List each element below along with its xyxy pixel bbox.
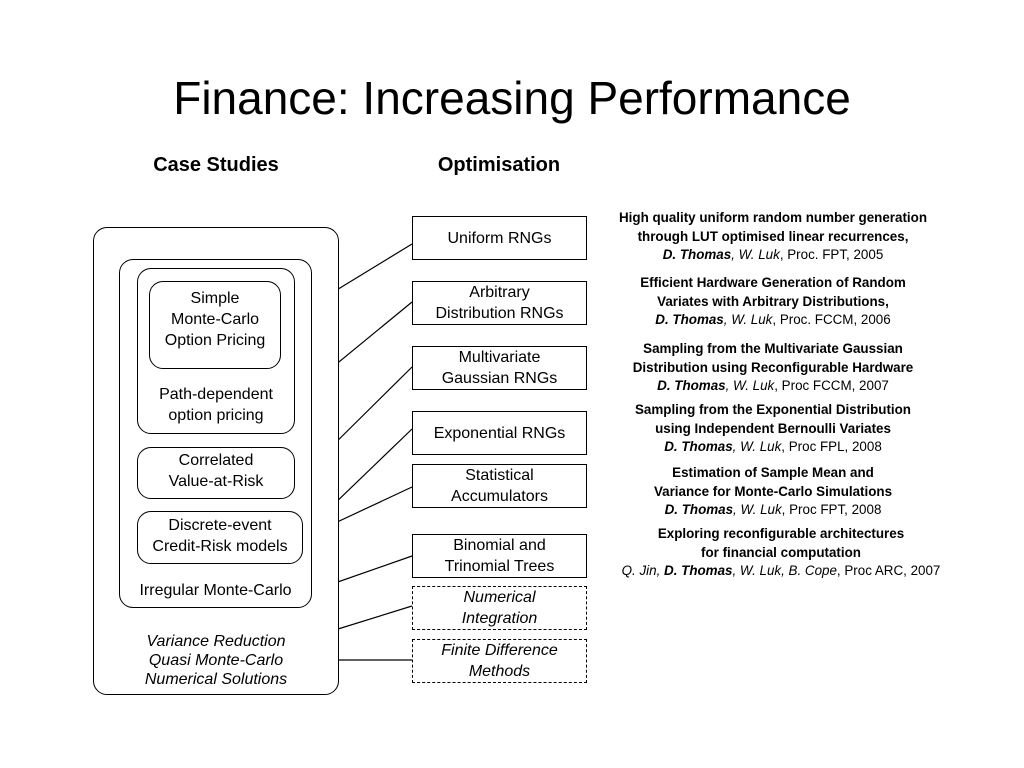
reference-2-title-line-1: Efficient Hardware Generation of Random <box>640 275 906 290</box>
reference-6-author-bold: D. Thomas <box>664 563 733 578</box>
reference-1-author-bold: D. Thomas <box>662 247 732 262</box>
numerical-integration-box: Numerical Integration <box>412 586 587 630</box>
reference-5-title-line-1: Estimation of Sample Mean and <box>672 465 874 480</box>
arbitrary-distribution-rngs-box: Arbitrary Distribution RNGs <box>412 281 587 325</box>
reference-6-title-line-2: for financial computation <box>701 544 861 560</box>
reference-5-title-line-2: Variance for Monte-Carlo Simulations <box>653 483 893 499</box>
reference-3: Sampling from the Multivariate Gaussian … <box>586 340 960 396</box>
reference-1-title-line-1: High quality uniform random number gener… <box>619 210 927 225</box>
reference-6: Exploring reconfigurable architectures f… <box>586 525 976 581</box>
uniform-rngs-text: Uniform RNGs <box>447 229 552 247</box>
exponential-rngs-box: Exponential RNGs <box>412 411 587 455</box>
reference-3-title-line-1: Sampling from the Multivariate Gaussian <box>643 341 903 356</box>
reference-4: Sampling from the Exponential Distributi… <box>586 401 960 457</box>
arbitrary-line-1: Arbitrary <box>469 284 530 301</box>
integration-line-1: Numerical <box>463 589 536 606</box>
reference-2-venue: , Proc. FCCM, 2006 <box>772 312 891 327</box>
path-dependent-line-1: Path-dependent <box>159 386 273 403</box>
reference-2-authors-post: , W. Luk <box>723 312 773 327</box>
reference-1-authors-post: , W. Luk <box>731 247 780 262</box>
multivariate-line-1: Multivariate <box>458 349 541 366</box>
reference-5-author-bold: D. Thomas <box>664 502 734 517</box>
simple-monte-carlo-label: Simple Monte-Carlo Option Pricing <box>149 288 281 351</box>
simple-mc-line-1: Simple <box>190 290 240 307</box>
reference-2: Efficient Hardware Generation of Random … <box>586 274 960 330</box>
reference-3-author-bold: D. Thomas <box>657 378 726 393</box>
connector-outer-integration <box>337 605 413 630</box>
correlated-line-2: Value-at-Risk <box>168 473 264 490</box>
numerical-solutions-text: Numerical Solutions <box>144 671 288 688</box>
reference-4-author-bold: D. Thomas <box>664 439 733 454</box>
multivariate-gaussian-rngs-box: Multivariate Gaussian RNGs <box>412 346 587 390</box>
arbitrary-line-2: Distribution RNGs <box>435 305 564 322</box>
reference-1-venue: , Proc. FPT, 2005 <box>779 247 884 262</box>
finite-diff-line-1: Finite Difference <box>441 642 558 659</box>
irregular-monte-carlo-label: Irregular Monte-Carlo <box>139 582 292 599</box>
path-dependent-label: Path-dependent option pricing <box>137 384 295 426</box>
accumulators-line-2: Accumulators <box>451 488 548 505</box>
correlated-line-1: Correlated <box>178 452 254 469</box>
correlated-var-label: Correlated Value-at-Risk <box>137 450 295 492</box>
other-methods-label: Variance Reduction Quasi Monte-Carlo Num… <box>93 632 339 689</box>
discrete-event-label: Discrete-event Credit-Risk models <box>137 515 303 557</box>
integration-line-2: Integration <box>461 610 538 627</box>
slide-title: Finance: Increasing Performance <box>173 72 851 124</box>
reference-3-authors-post: , W. Luk <box>725 378 775 393</box>
simple-monte-carlo-box <box>149 281 281 369</box>
reference-4-title-line-1: Sampling from the Exponential Distributi… <box>634 402 911 417</box>
path-dependent-line-2: option pricing <box>168 407 264 424</box>
reference-6-venue: , Proc ARC, 2007 <box>836 563 941 578</box>
reference-5-venue: , Proc FPT, 2008 <box>781 502 882 517</box>
variance-reduction-text: Variance Reduction <box>146 633 286 650</box>
reference-6-authors-pre: Q. Jin, <box>621 563 665 578</box>
multivariate-line-2: Gaussian RNGs <box>441 370 558 387</box>
discrete-event-line-1: Discrete-event <box>168 517 272 534</box>
exponential-rngs-text: Exponential RNGs <box>433 424 566 442</box>
accumulators-line-1: Statistical <box>465 467 534 484</box>
statistical-accumulators-box: Statistical Accumulators <box>412 464 587 508</box>
reference-5: Estimation of Sample Mean and Variance f… <box>586 464 960 520</box>
quasi-monte-carlo-text: Quasi Monte-Carlo <box>148 652 284 669</box>
simple-mc-line-2: Monte-Carlo <box>170 311 260 328</box>
reference-3-venue: , Proc FCCM, 2007 <box>774 378 889 393</box>
finite-difference-methods-box: Finite Difference Methods <box>412 639 587 683</box>
discrete-event-box <box>137 511 303 564</box>
reference-2-author-bold: D. Thomas <box>655 312 724 327</box>
reference-4-authors-post: , W. Luk <box>732 439 782 454</box>
optimisation-header: Optimisation <box>437 154 561 176</box>
reference-3-title-line-2: Distribution using Reconfigurable Hardwa… <box>632 359 914 375</box>
reference-6-authors-post: , W. Luk, B. Cope <box>732 563 837 578</box>
correlated-var-box <box>137 447 295 499</box>
reference-6-title-line-1: Exploring reconfigurable architectures <box>657 526 905 541</box>
reference-4-title-line-2: using Independent Bernoulli Variates <box>655 420 891 436</box>
reference-2-title-line-2: Variates with Arbitrary Distributions, <box>657 293 889 309</box>
uniform-rngs-box: Uniform RNGs <box>412 216 587 260</box>
case-studies-header: Case Studies <box>153 154 279 176</box>
reference-5-authors-post: , W. Luk <box>733 502 782 517</box>
simple-mc-line-3: Option Pricing <box>164 332 266 349</box>
reference-1-title-line-2: through LUT optimised linear recurrences… <box>637 228 909 244</box>
discrete-event-line-2: Credit-Risk models <box>152 538 288 555</box>
reference-4-venue: , Proc FPL, 2008 <box>781 439 882 454</box>
reference-1: High quality uniform random number gener… <box>586 209 960 265</box>
finite-diff-line-2: Methods <box>468 663 531 680</box>
binomial-trinomial-trees-box: Binomial and Trinomial Trees <box>412 534 587 578</box>
binomial-line-2: Trinomial Trees <box>444 558 555 575</box>
binomial-line-1: Binomial and <box>453 537 546 554</box>
